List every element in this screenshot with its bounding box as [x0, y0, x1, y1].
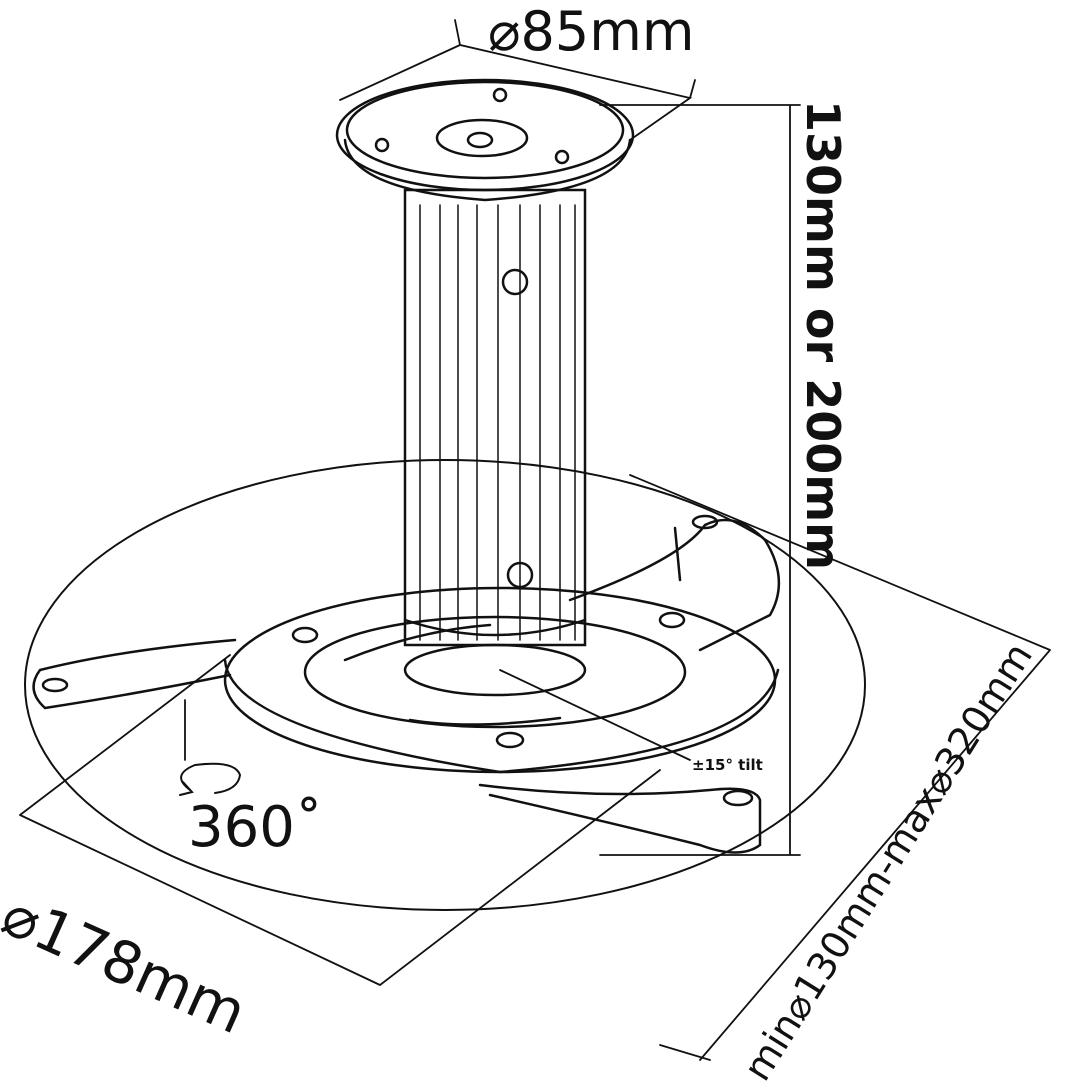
- arm-right-top: [568, 518, 781, 652]
- dimension-lines: [19, 19, 1051, 1061]
- arm-left: [32, 638, 237, 710]
- base-ellipse: [24, 459, 866, 911]
- column: [403, 188, 587, 647]
- ceiling-plate: [335, 78, 635, 192]
- height-label: 130mm or 200mm: [796, 100, 850, 571]
- arm-right-bottom: [478, 783, 762, 854]
- rotation-arrow-icon: [180, 762, 242, 794]
- tilt-label: ±15° tilt: [692, 756, 763, 774]
- top-diameter-label: ⌀85mm: [488, 0, 695, 63]
- rotation-label: 360˚: [188, 795, 323, 860]
